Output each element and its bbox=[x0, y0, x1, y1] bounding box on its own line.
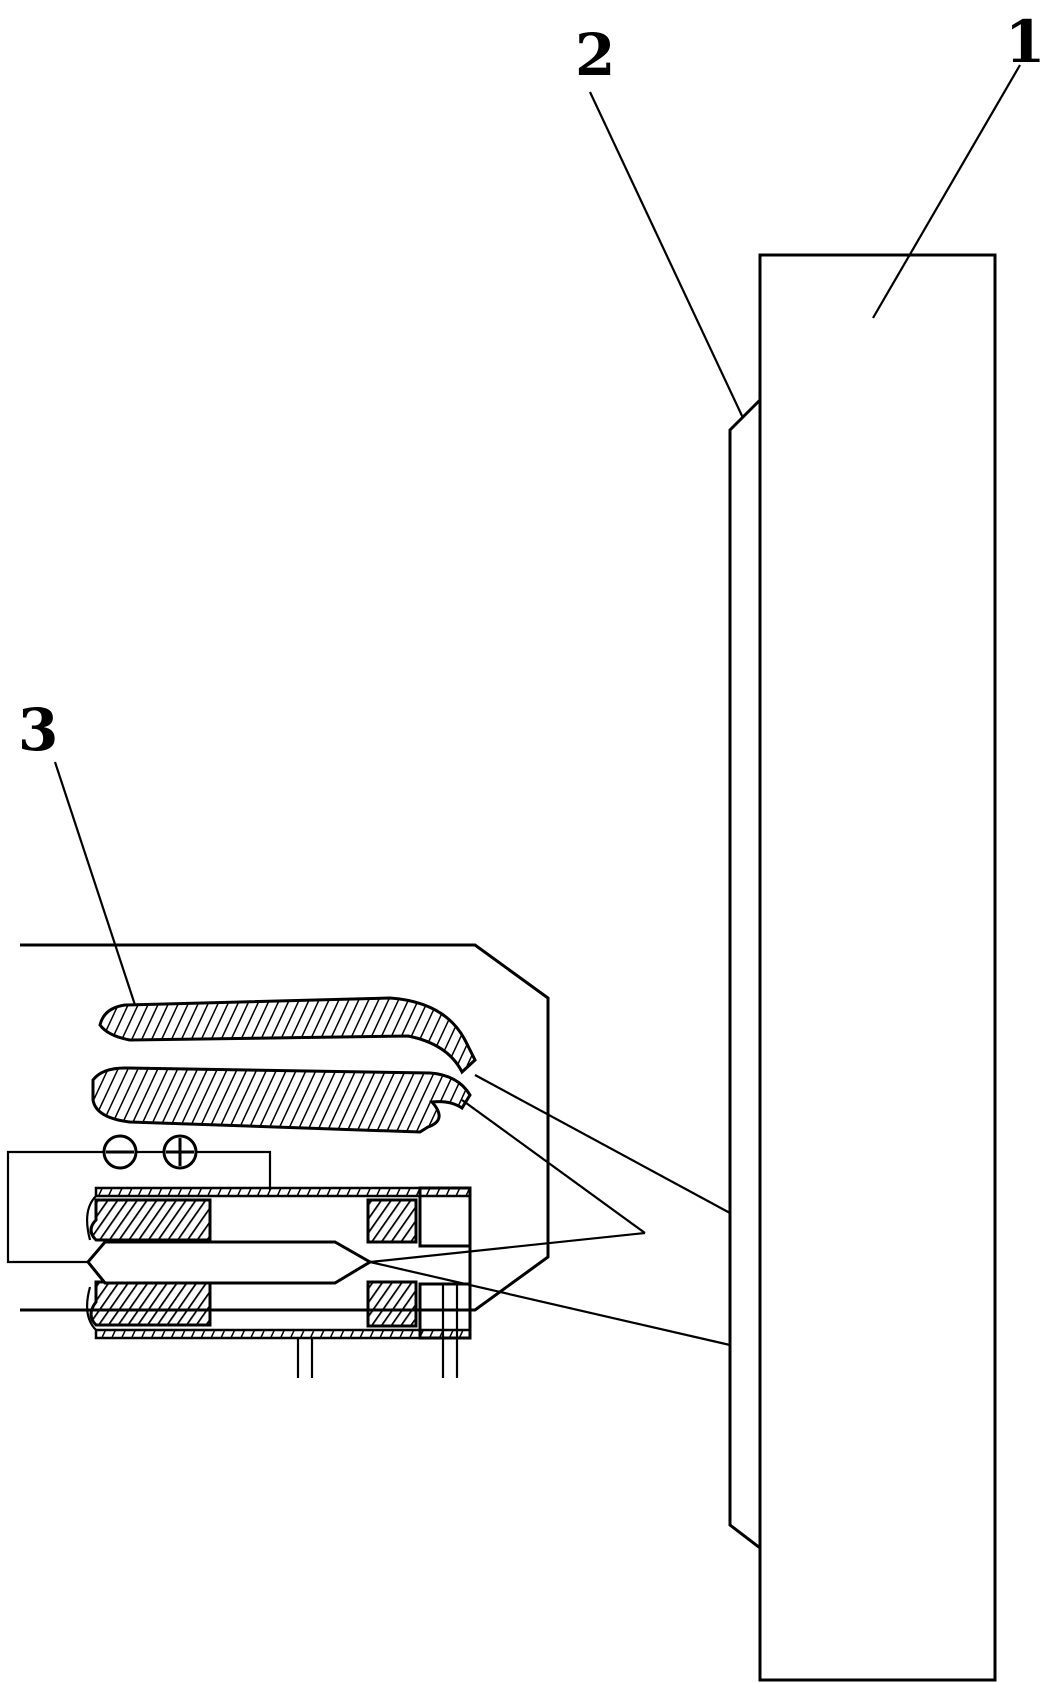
upper-coil-left bbox=[89, 1198, 212, 1242]
leader-line-3 bbox=[53, 761, 137, 1006]
label-3: 3 bbox=[18, 696, 58, 764]
central-electrode bbox=[86, 1240, 373, 1285]
plasma-jet-upper bbox=[369, 1231, 646, 1264]
label-2: 2 bbox=[575, 21, 615, 89]
plasma-jet-lower bbox=[369, 1260, 731, 1347]
torch-left-bracket bbox=[85, 1195, 97, 1331]
positive-terminal-icon bbox=[162, 1134, 198, 1170]
leader-line-2 bbox=[589, 91, 744, 419]
substrate-plate bbox=[758, 253, 997, 1682]
gas-inlet-pipes bbox=[296, 1284, 459, 1378]
upper-coil-right bbox=[366, 1198, 418, 1244]
label-1: 1 bbox=[1005, 8, 1045, 76]
feed-tube-upper-wall bbox=[98, 996, 477, 1075]
negative-terminal-icon bbox=[102, 1134, 138, 1170]
lower-coil-right bbox=[366, 1280, 418, 1328]
lower-coil-left bbox=[89, 1280, 212, 1327]
leader-line-1 bbox=[872, 64, 1021, 319]
powder-stream-line bbox=[474, 1074, 731, 1214]
plasma-torch-body bbox=[94, 1186, 472, 1340]
power-circuit-wire bbox=[6, 1150, 272, 1264]
feed-tube-lower-wall bbox=[91, 1066, 472, 1134]
powder-stream-line bbox=[461, 1099, 646, 1234]
coating-layer bbox=[728, 396, 762, 1552]
